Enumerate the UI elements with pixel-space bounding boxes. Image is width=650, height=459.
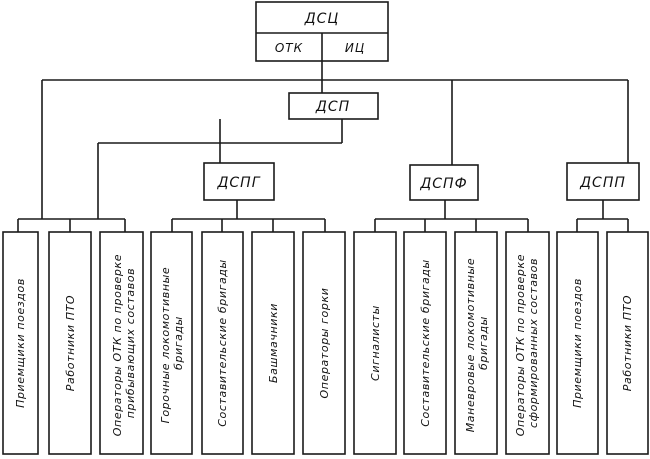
leaf-label: Операторы ОТК по проверке (111, 254, 124, 436)
leaf-label: Операторы ОТК по проверке (514, 254, 527, 436)
group-box-dspp: ДСПП (566, 162, 640, 201)
dsp-box: ДСП (288, 92, 379, 120)
svg-text:Сигналисты: Сигналисты (369, 305, 382, 381)
svg-text:Башмачники: Башмачники (267, 303, 280, 383)
leaf-label: бригады (172, 316, 185, 370)
leaf-label: Сигналисты (369, 305, 382, 381)
group-label-dspf: ДСПФ (419, 176, 467, 192)
svg-text:Работники ПТО: Работники ПТО (64, 295, 77, 391)
leaf-box: Горочные локомотивные бригады (150, 231, 193, 455)
leaf-label: Работники ПТО (621, 295, 634, 391)
leaf-label: Составительские бригады (216, 259, 229, 427)
leaf-box: Составительские бригады (201, 231, 244, 455)
leaf-box: Операторы ОТК по проверке прибывающих со… (99, 231, 144, 455)
leaf-box: Операторы горки (302, 231, 346, 455)
svg-text:Работники ПТО: Работники ПТО (621, 295, 634, 391)
leaf-box: Работники ПТО (606, 231, 649, 455)
leaf-box: Сигналисты (353, 231, 397, 455)
leaf-box: Составительские бригады (403, 231, 447, 455)
svg-text:Операторы ОТК по проверке: Операторы ОТК по проверке прибывающих со… (111, 250, 137, 436)
leaf-label: Операторы горки (318, 288, 331, 399)
leaf-label: Работники ПТО (64, 295, 77, 391)
svg-text:Составительские бригады: Составительские бригады (216, 259, 229, 427)
leaf-box: Работники ПТО (48, 231, 92, 455)
svg-text:Маневровые локомотивные: Маневровые локомотивные бригады (464, 254, 490, 433)
leaf-box: Приемщики поездов (2, 231, 39, 455)
dsc-box: ДСЦ ОТК ИЦ (255, 1, 389, 62)
leaf-label: сформированных составов (527, 258, 540, 428)
group-label-dspp: ДСПП (579, 175, 626, 191)
svg-text:Операторы горки: Операторы горки (318, 288, 331, 399)
leaf-label: Приемщики поездов (571, 278, 584, 408)
leaf-label: Горочные локомотивные (159, 267, 172, 424)
group-box-dspg: ДСПГ (203, 162, 275, 201)
dsc-label: ДСЦ (304, 11, 340, 27)
leaf-box: Приемщики поездов (556, 231, 599, 455)
leaf-boxes: Приемщики поездов Работники ПТО Оператор… (2, 231, 649, 455)
svg-text:Приемщики поездов: Приемщики поездов (571, 278, 584, 408)
svg-text:Приемщики поездов: Приемщики поездов (14, 278, 27, 408)
leaf-label: Башмачники (267, 303, 280, 383)
leaf-label: прибывающих составов (124, 268, 137, 418)
svg-text:Горочные локомотивные: Горочные локомотивные бригады (159, 263, 185, 424)
leaf-label: Приемщики поездов (14, 278, 27, 408)
group-box-dspf: ДСПФ (409, 164, 479, 201)
leaf-box: Маневровые локомотивные бригады (454, 231, 498, 455)
leaf-label: Составительские бригады (419, 259, 432, 427)
leaf-box: Башмачники (251, 231, 295, 455)
leaf-label: бригады (477, 316, 490, 370)
leaf-box: Операторы ОТК по проверке сформированных… (505, 231, 550, 455)
group-label-dspg: ДСПГ (216, 175, 260, 191)
connector-lines (17, 61, 629, 232)
svg-text:Составительские бригады: Составительские бригады (419, 259, 432, 427)
leaf-label: Маневровые локомотивные (464, 258, 477, 432)
ic-label: ИЦ (345, 41, 365, 55)
svg-text:Операторы ОТК по проверке: Операторы ОТК по проверке сформированных… (514, 250, 540, 436)
otk-label: ОТК (275, 41, 303, 55)
dsp-label: ДСП (315, 99, 350, 115)
